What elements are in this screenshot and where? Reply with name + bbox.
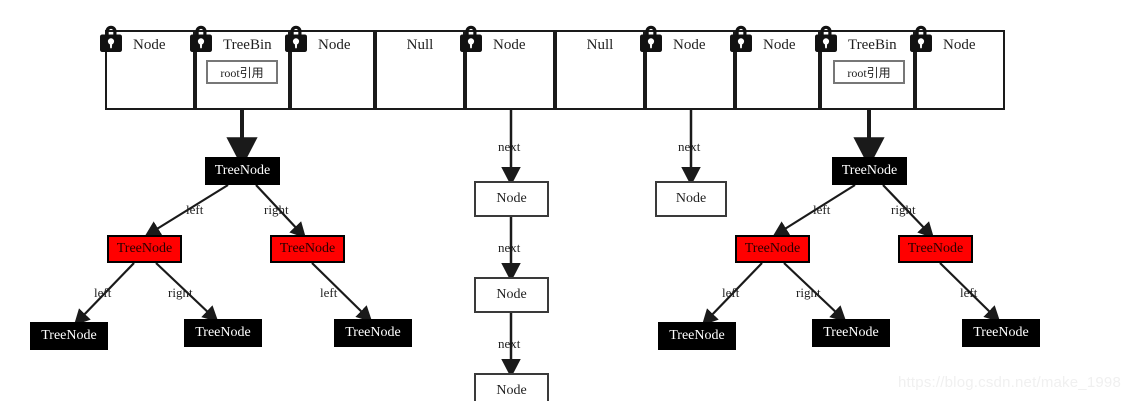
hash-bucket-3: Null bbox=[375, 30, 465, 110]
hash-bucket-2: Node bbox=[285, 25, 375, 110]
tree-node-r-ll: TreeNode bbox=[658, 322, 736, 350]
lock-icon bbox=[186, 22, 216, 56]
tree-node-l-r: TreeNode bbox=[270, 235, 345, 263]
tree-node-r-r: TreeNode bbox=[898, 235, 973, 263]
chain-node: Node bbox=[474, 373, 549, 401]
bucket-label: Node bbox=[133, 37, 166, 53]
edge-label-left: left bbox=[813, 202, 831, 217]
bucket-label: Node bbox=[318, 37, 351, 53]
tree-node-l-l: TreeNode bbox=[107, 235, 182, 263]
edge-label-next: next bbox=[678, 139, 701, 154]
lock-icon bbox=[726, 22, 756, 56]
lock-icon bbox=[96, 22, 126, 56]
edge-label-right: right bbox=[168, 285, 193, 300]
tree-node-r-root: TreeNode bbox=[832, 157, 907, 185]
tree-node-r-rl: TreeNode bbox=[962, 319, 1040, 347]
edge-label-right: right bbox=[264, 202, 289, 217]
lock-icon bbox=[811, 22, 841, 56]
tree-node-l-lr: TreeNode bbox=[184, 319, 262, 347]
tree-node-l-rl: TreeNode bbox=[334, 319, 412, 347]
bucket-label: Null bbox=[406, 37, 434, 53]
edge-label-left: left bbox=[320, 285, 338, 300]
rootref-box-0: root引用 bbox=[206, 60, 278, 84]
hash-bucket-9: Node bbox=[910, 25, 1005, 110]
bucket-label: Null bbox=[586, 37, 614, 53]
lock-icon bbox=[456, 22, 486, 56]
bucket-label: Node bbox=[943, 37, 976, 53]
lock-icon bbox=[281, 22, 311, 56]
chain-node: Node bbox=[474, 277, 549, 313]
rootref-box-1: root引用 bbox=[833, 60, 905, 84]
hash-bucket-6: Node bbox=[640, 25, 735, 110]
bucket-label: TreeBin bbox=[848, 37, 897, 53]
edge-label-left: left bbox=[94, 285, 112, 300]
lock-icon bbox=[906, 22, 936, 56]
hash-bucket-5: Null bbox=[555, 30, 645, 110]
edge-label-left: left bbox=[186, 202, 204, 217]
chain-node: Node bbox=[655, 181, 727, 217]
edge-label-next: next bbox=[498, 139, 521, 154]
edge-label-left: left bbox=[960, 285, 978, 300]
edge-label-next: next bbox=[498, 336, 521, 351]
edge-label-left: left bbox=[722, 285, 740, 300]
watermark: https://blog.csdn.net/make_1998 bbox=[898, 374, 1122, 391]
bucket-label: Node bbox=[493, 37, 526, 53]
bucket-label: Node bbox=[673, 37, 706, 53]
lock-icon bbox=[636, 22, 666, 56]
edge-label-right: right bbox=[796, 285, 821, 300]
edge-label-next: next bbox=[498, 240, 521, 255]
tree-node-l-root: TreeNode bbox=[205, 157, 280, 185]
tree-node-l-ll: TreeNode bbox=[30, 322, 108, 350]
tree-node-r-l: TreeNode bbox=[735, 235, 810, 263]
chain-node: Node bbox=[474, 181, 549, 217]
hash-bucket-4: Node bbox=[460, 25, 555, 110]
tree-node-r-lr: TreeNode bbox=[812, 319, 890, 347]
bucket-label: TreeBin bbox=[223, 37, 272, 53]
hash-bucket-0: Node bbox=[100, 25, 195, 110]
hash-bucket-7: Node bbox=[730, 25, 820, 110]
edge-label-right: right bbox=[891, 202, 916, 217]
bucket-label: Node bbox=[763, 37, 796, 53]
